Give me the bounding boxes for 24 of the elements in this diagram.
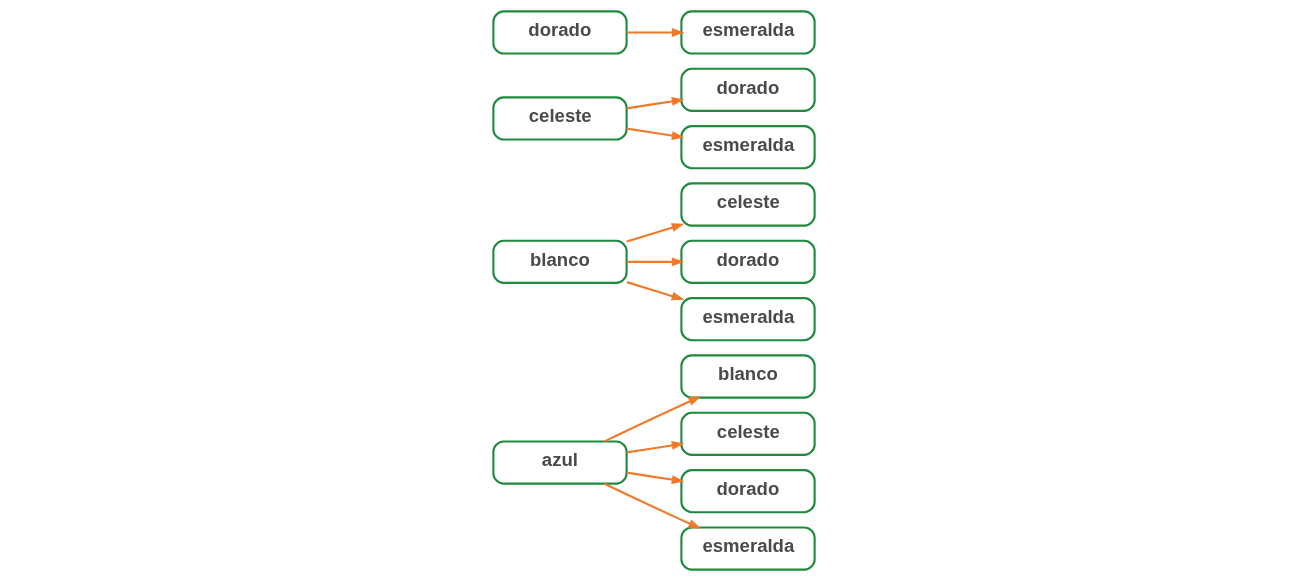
arrow [626, 28, 684, 37]
arrow [626, 127, 684, 140]
node-box: esmeralda [679, 10, 816, 55]
arrow [603, 396, 701, 443]
node-box: dorado [679, 469, 816, 514]
node-box: dorado [679, 67, 816, 112]
node-box: dorado [491, 10, 628, 55]
node-box: esmeralda [679, 297, 816, 342]
node-box: celeste [491, 96, 628, 141]
arrow [625, 223, 684, 243]
arrow [625, 281, 684, 301]
arrow [626, 471, 684, 484]
node-box: dorado [679, 239, 816, 284]
node-box: azul [491, 440, 628, 485]
node-box: celeste [679, 411, 816, 456]
node-box: esmeralda [679, 125, 816, 170]
node-box: blanco [491, 239, 628, 284]
arrow [626, 441, 684, 454]
arrow [626, 257, 684, 267]
arrow [626, 97, 684, 110]
node-box: blanco [679, 354, 816, 399]
node-box: esmeralda [679, 526, 816, 571]
node-box: celeste [679, 182, 816, 227]
arrow [603, 482, 701, 529]
